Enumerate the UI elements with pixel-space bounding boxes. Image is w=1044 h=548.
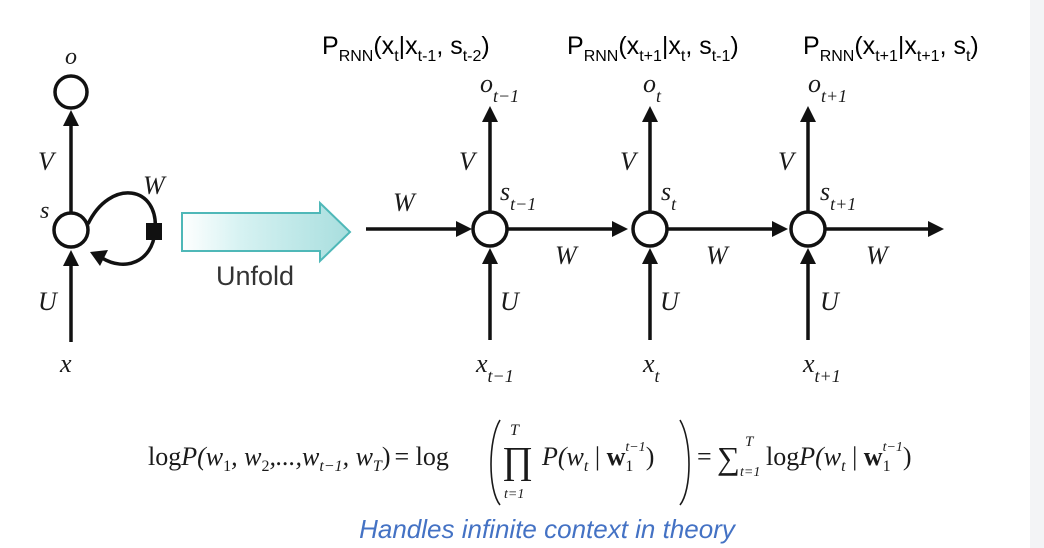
hidden-node-t-plus-1 <box>789 210 827 248</box>
step-t: st V ot U xt W <box>620 69 788 386</box>
v-label-t: V <box>620 147 639 176</box>
u-arrowhead-t-minus-1 <box>482 248 498 264</box>
u-label-t: U <box>660 287 681 316</box>
product-upper: T <box>510 422 520 439</box>
product-lower: t=1 <box>504 487 524 502</box>
folded-output-label: o <box>65 44 77 70</box>
unfold-label: Unfold <box>216 261 294 291</box>
folded-v-label: V <box>38 147 57 176</box>
input-label-t-plus-1: xt+1 <box>802 349 841 386</box>
w-arrowhead-t-minus-1 <box>612 221 628 237</box>
u-arrowhead-t <box>642 248 658 264</box>
unfolded-rnn: W st−1 V ot−1 U xt−1 W st V ot <box>366 69 944 386</box>
equation-second-equals: = <box>697 442 712 471</box>
v-arrowhead-t <box>642 106 658 122</box>
folded-u-label: U <box>38 287 59 316</box>
input-label-t: xt <box>642 349 661 386</box>
input-label-t-minus-1: xt−1 <box>475 349 514 386</box>
v-label-t-plus-1: V <box>778 147 797 176</box>
folded-u-arrowhead <box>63 250 79 266</box>
folded-w-label: W <box>143 171 167 200</box>
caption: Handles infinite context in theory <box>359 514 737 544</box>
probability-labels: PRNN(xt|xt-1, st-2) PRNN(xt+1|xt, st-1) … <box>322 32 979 65</box>
folded-recurrent-arrowhead <box>90 250 108 266</box>
hidden-node-t-minus-1 <box>471 210 509 248</box>
v-label-t-minus-1: V <box>459 147 478 176</box>
equation-lhs: logP(w1, w2,...,wt−1, wT)= log <box>148 442 449 475</box>
w-arrowhead-t <box>772 221 788 237</box>
equation-right-paren <box>679 419 690 506</box>
folded-hidden-node <box>52 211 90 249</box>
folded-output-node <box>53 74 89 110</box>
w-label-t: W <box>706 241 730 270</box>
sum-symbol: ∑ <box>717 440 740 476</box>
step-t-minus-1: st−1 V ot−1 U xt−1 W <box>459 69 628 386</box>
equation-left-paren <box>490 419 501 506</box>
unfold-arrow: Unfold <box>181 200 352 291</box>
folded-v-arrowhead <box>63 110 79 126</box>
hidden-label-t-minus-1: st−1 <box>500 177 536 214</box>
output-label-t-plus-1: ot+1 <box>808 69 847 106</box>
hidden-label-t-plus-1: st+1 <box>820 177 856 214</box>
prob-label-2: PRNN(xt+1|xt, st-1) <box>567 32 739 65</box>
log-likelihood-equation: logP(w1, w2,...,wt−1, wT)= log T ∏ t=1 P… <box>148 419 912 506</box>
hidden-label-t: st <box>661 177 677 214</box>
hidden-node-t <box>631 210 669 248</box>
folded-delay-square <box>146 223 162 240</box>
incoming-w-label: W <box>393 188 417 217</box>
equation-rhs: logP(wt | w1t−1) <box>766 440 912 475</box>
u-label-t-minus-1: U <box>500 287 521 316</box>
prob-label-3: PRNN(xt+1|xt+1, st) <box>803 32 979 65</box>
unfold-arrow-shape <box>181 200 352 264</box>
sum-upper: T <box>745 434 755 450</box>
w-arrowhead-t-plus-1 <box>928 221 944 237</box>
v-arrowhead-t-plus-1 <box>800 106 816 122</box>
folded-hidden-label: s <box>40 198 49 224</box>
sum-lower: t=1 <box>740 465 760 480</box>
incoming-w-arrowhead <box>456 221 472 237</box>
prob-label-1: PRNN(xt|xt-1, st-2) <box>322 32 490 65</box>
folded-input-label: x <box>59 349 72 378</box>
product-symbol: ∏ <box>502 440 533 482</box>
right-edge-strip <box>1030 0 1044 548</box>
v-arrowhead-t-minus-1 <box>482 106 498 122</box>
u-arrowhead-t-plus-1 <box>800 248 816 264</box>
equation-middle: P(wt | w1t−1) <box>541 440 654 475</box>
output-label-t: ot <box>643 69 662 106</box>
step-t-plus-1: st+1 V ot+1 U xt+1 W <box>778 69 944 386</box>
output-label-t-minus-1: ot−1 <box>480 69 519 106</box>
folded-rnn: o V s W U x <box>38 44 167 378</box>
w-label-t-minus-1: W <box>555 241 579 270</box>
w-label-t-plus-1: W <box>866 241 890 270</box>
u-label-t-plus-1: U <box>820 287 841 316</box>
